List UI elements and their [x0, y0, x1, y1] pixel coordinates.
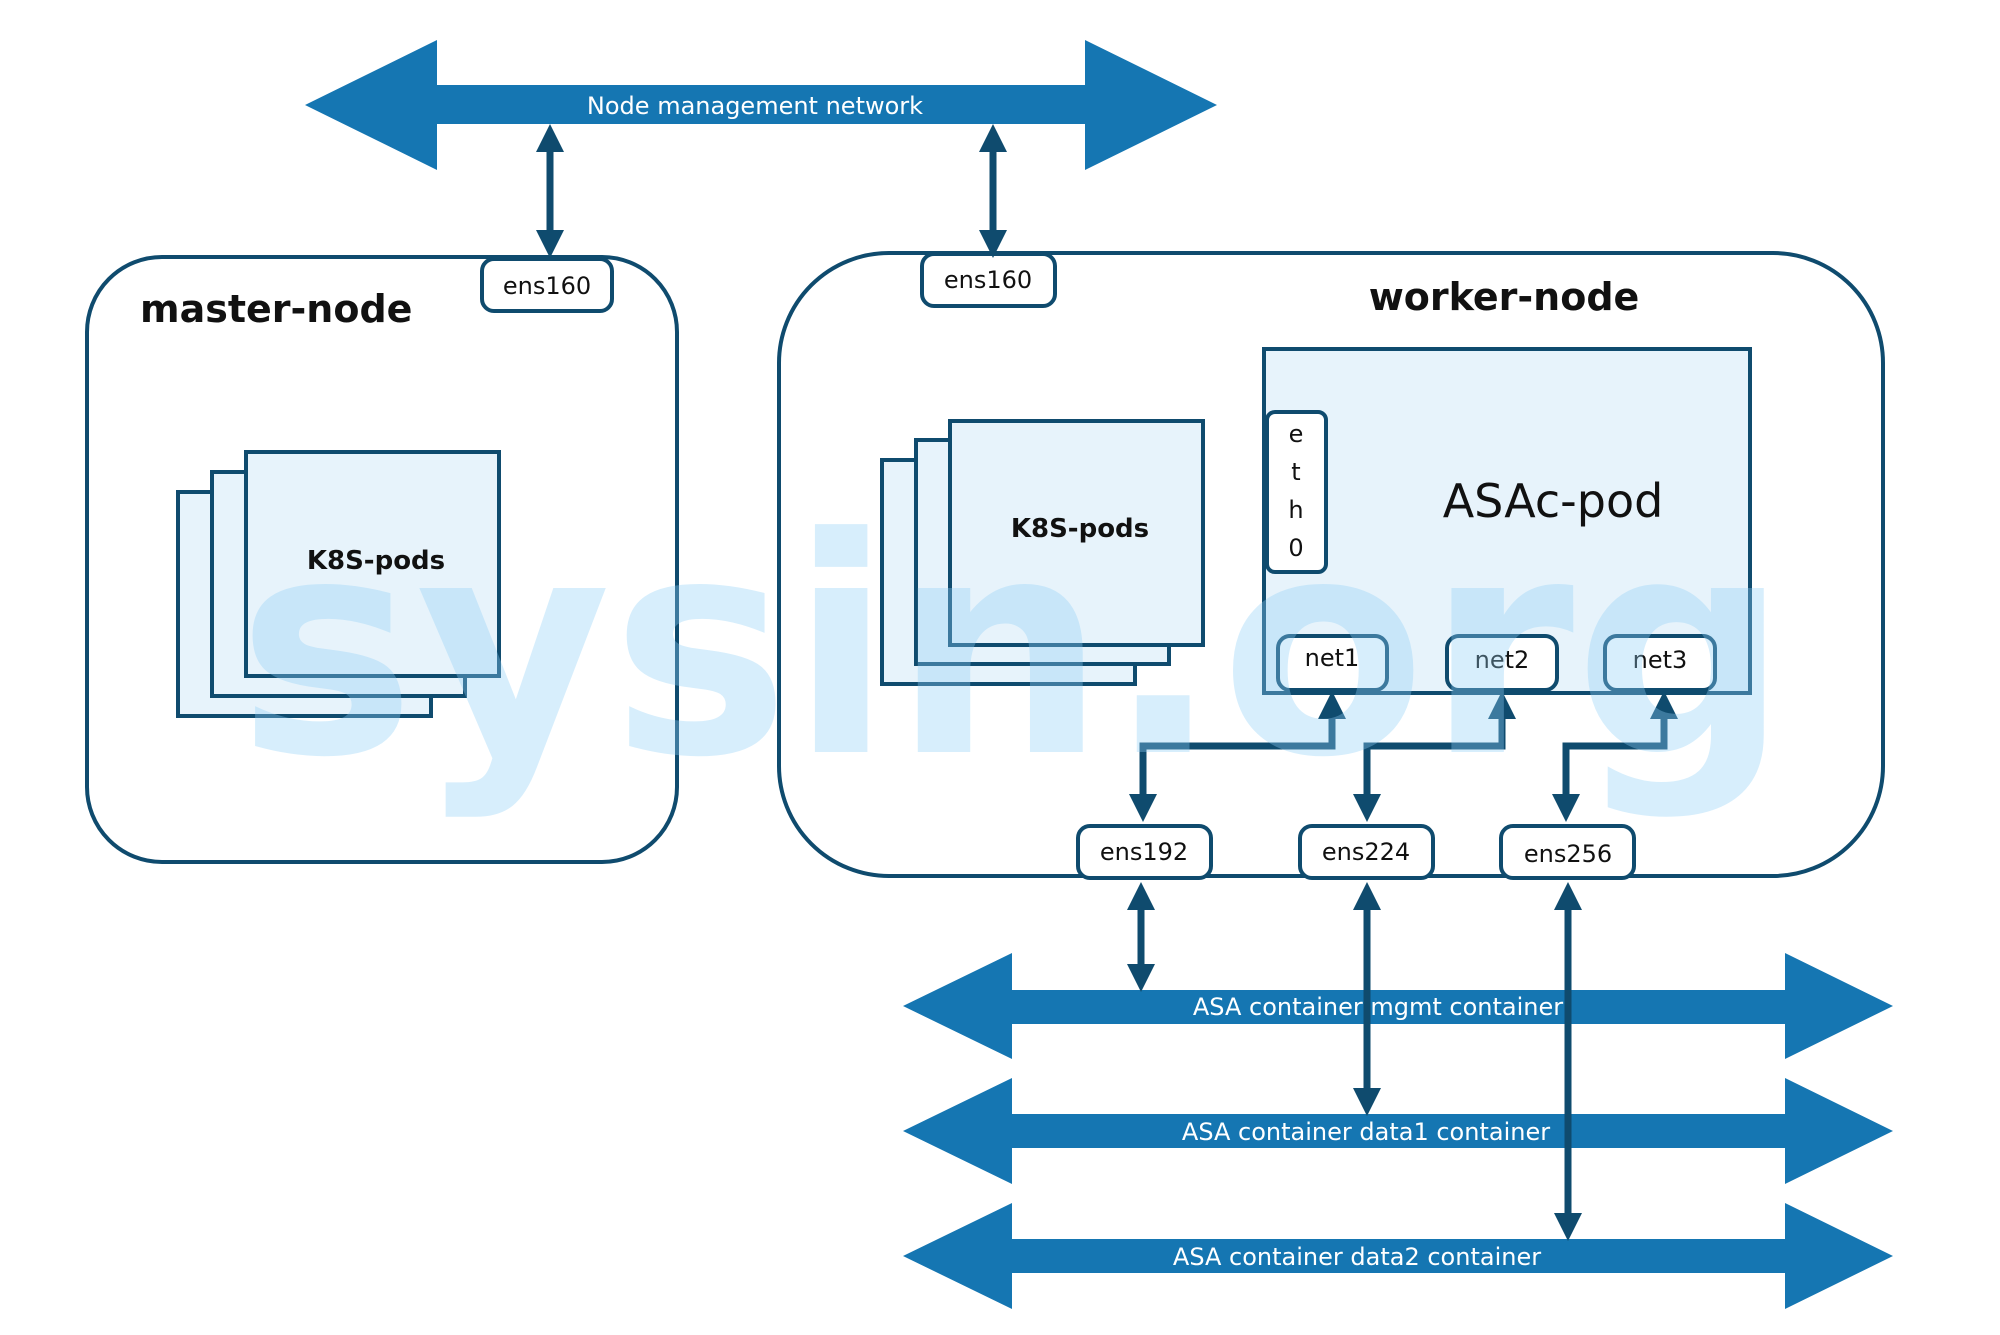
- master-k8s-pods-label: K8S-pods: [307, 546, 445, 576]
- links: [536, 124, 1678, 1241]
- net3-label: net3: [1633, 646, 1688, 674]
- asac-pod: ASAc-pod e t h 0 net1 net2 net3: [1262, 347, 1752, 695]
- master-ens160-port: [480, 257, 614, 313]
- net3-port: [1603, 634, 1717, 692]
- ens224-label: ens224: [1322, 838, 1410, 866]
- master-k8s-pods-stack: K8S-pods: [176, 450, 501, 718]
- net2-label: net2: [1475, 646, 1530, 674]
- net1-ens192-link: [1129, 691, 1346, 822]
- bus-label: ASA container data2 container: [1173, 1243, 1541, 1271]
- ens256-label: ens256: [1524, 840, 1612, 868]
- bus-arrow-shape: [305, 40, 1217, 170]
- ens192-label: ens192: [1100, 838, 1188, 866]
- worker-node-title: worker-node: [1369, 275, 1640, 319]
- ens192-port: [1076, 824, 1213, 880]
- master-node-title: master-node: [140, 287, 412, 331]
- eth0-letter: t: [1291, 458, 1300, 486]
- asa-data1-bus: ASA container data1 container: [903, 1078, 1893, 1184]
- asa-mgmt-bus: ASA container mgmt container: [903, 953, 1893, 1059]
- worker-k8s-pods-label: K8S-pods: [1011, 514, 1149, 544]
- asa-data2-bus: ASA container data2 container: [903, 1203, 1893, 1309]
- pod-card-front: [244, 450, 501, 678]
- worker-k8s-pods-stack: K8S-pods: [880, 419, 1205, 686]
- master-ens160-label: ens160: [503, 272, 591, 300]
- worker-ens160-label: ens160: [944, 266, 1032, 294]
- watermark: sysin.org: [237, 474, 1789, 823]
- eth0-port: [1265, 410, 1328, 574]
- eth0-letter: 0: [1288, 534, 1303, 562]
- net2-port: [1445, 634, 1559, 692]
- net2-ens224-link: [1353, 691, 1516, 822]
- eth0-letter: h: [1288, 496, 1303, 524]
- bus-arrow-shape: [903, 953, 1893, 1059]
- asac-pod-title: ASAc-pod: [1443, 474, 1664, 528]
- bus-label: ASA container mgmt container: [1193, 993, 1563, 1021]
- net1-label: net1: [1305, 644, 1360, 672]
- net1-port: [1276, 634, 1389, 692]
- eth0-letter: e: [1289, 420, 1304, 448]
- net3-ens256-link: [1552, 691, 1678, 822]
- bus-arrow-shape: [903, 1203, 1893, 1309]
- bus-label: ASA container data1 container: [1182, 1118, 1550, 1146]
- ens224-port: [1298, 824, 1435, 880]
- node-management-network-bus: Node management network: [305, 40, 1217, 170]
- bus-label: Node management network: [587, 92, 923, 120]
- bus-arrow-shape: [903, 1078, 1893, 1184]
- ens256-port: [1499, 824, 1636, 880]
- master-node: master-node ens160 K8S-pods: [85, 255, 679, 864]
- pod-card-front: [948, 419, 1205, 647]
